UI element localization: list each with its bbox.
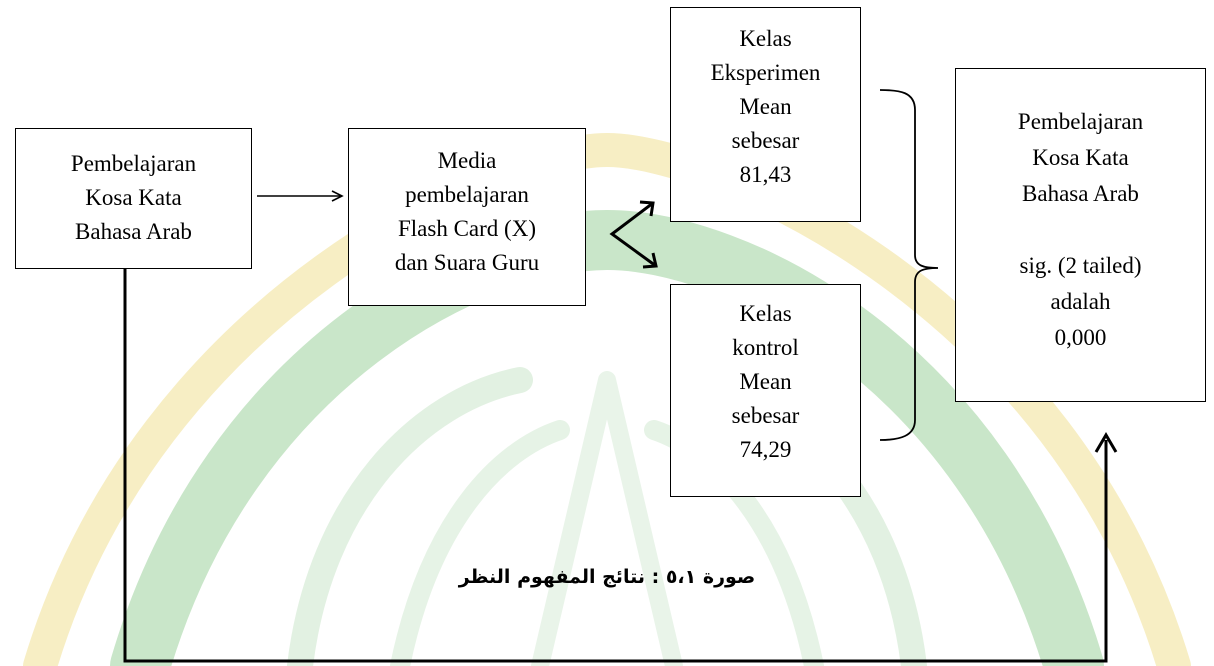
box-line: Kelas [739,26,792,51]
box-line: Bahasa Arab [75,219,192,244]
box-line: dan Suara Guru [394,250,540,275]
box-control-class: Kelas kontrol Mean sebesar 74,29 [670,284,861,497]
box-line: 0,000 [1054,325,1107,350]
brace-bracket [879,89,939,441]
box-line: Eksperimen [710,60,821,85]
box-experiment-class: Kelas Eksperimen Mean sebesar 81,43 [670,7,861,222]
feedback-arrowhead-icon [1094,432,1118,453]
box-line [956,212,1205,248]
box-learning-result: Pembelajaran Kosa Kata Bahasa Arab sig. … [955,68,1206,402]
fork-arrow-icon [609,201,657,268]
box-line: Pembelajaran [1017,109,1144,134]
box-line: Kelas [739,301,792,326]
box-line: Pembelajaran [70,151,197,176]
box-line: Flash Card (X) [398,216,536,241]
box-line: 81,43 [739,162,792,187]
box-line: Bahasa Arab [1022,181,1139,206]
box-line: sig. (2 tailed) [1019,253,1142,278]
box-line: sebesar [731,128,800,153]
box-line: pembelajaran [405,182,529,207]
box-line: Mean [739,369,792,394]
feedback-line [123,268,1108,663]
box-line: adalah [1050,289,1111,314]
box-line: sebesar [731,403,800,428]
box-line: Kosa Kata [1032,145,1129,170]
box-line: kontrol [732,335,799,360]
box-learning-start: Pembelajaran Kosa Kata Bahasa Arab [15,128,252,269]
box-line: Kosa Kata [85,185,182,210]
box-line: Mean [739,94,792,119]
box-line: Media [437,148,497,173]
box-learning-media: Media pembelajaran Flash Card (X) dan Su… [348,128,586,306]
figure-caption: صورة ٥،١ : نتائج المفهوم النظر [458,566,756,588]
box-line: 74,29 [739,437,792,462]
